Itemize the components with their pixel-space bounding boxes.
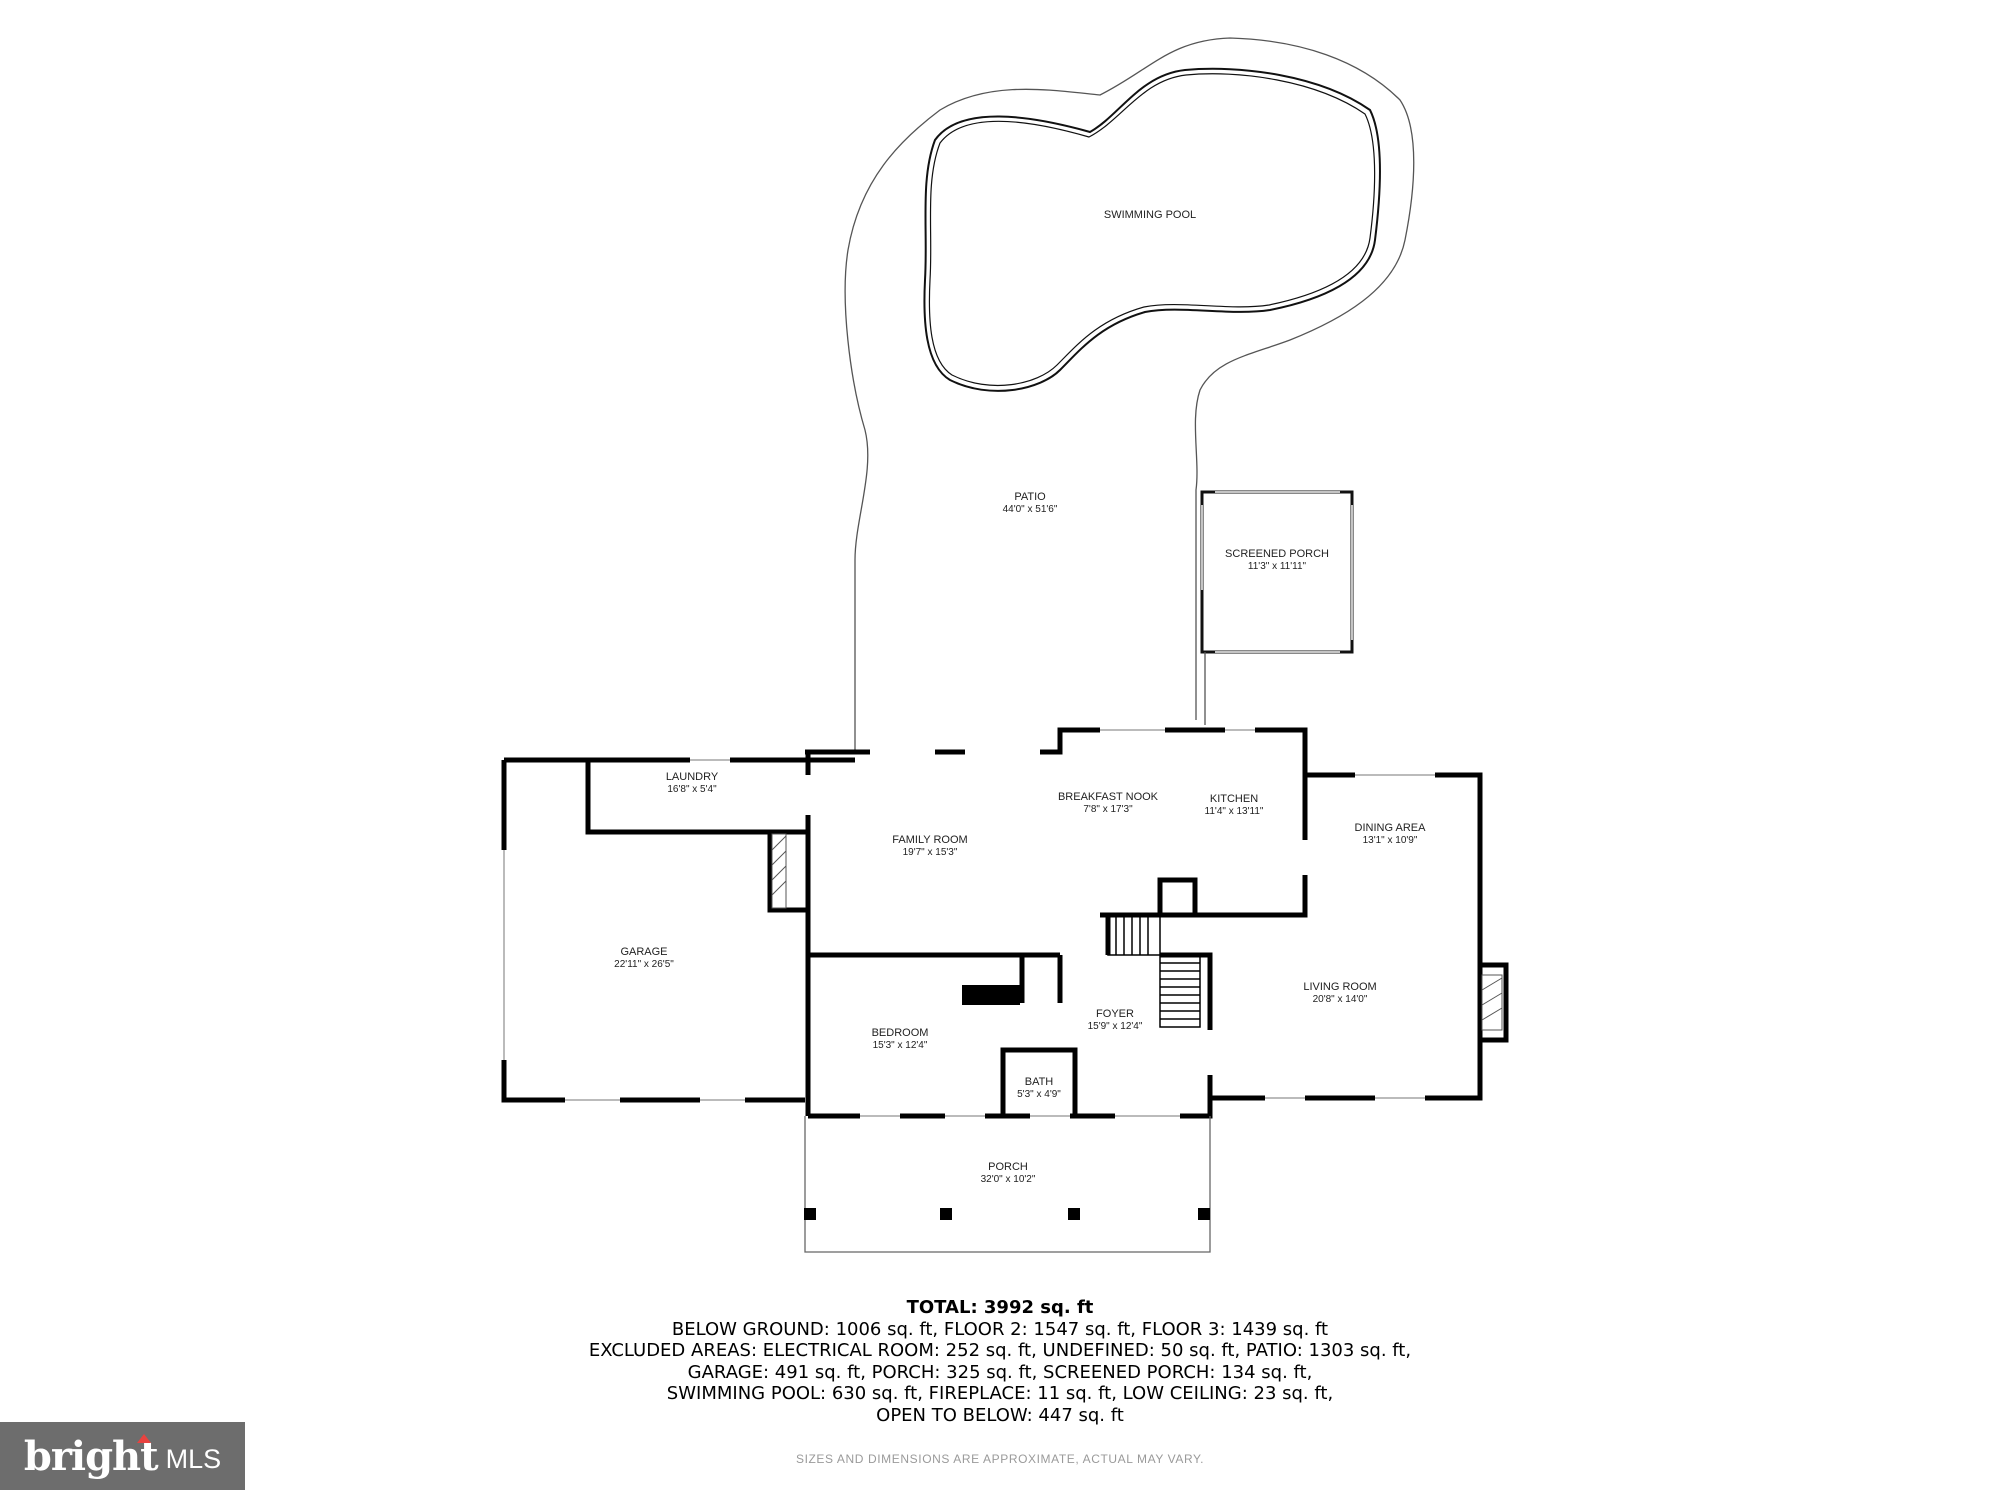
swimming-pool-outline	[923, 67, 1381, 392]
logo-accent-icon	[136, 1433, 151, 1443]
label-family-room: FAMILY ROOM	[892, 834, 967, 846]
label-porch: PORCH	[988, 1161, 1028, 1173]
label-bedroom: BEDROOM	[872, 1027, 929, 1039]
label-dining-area: DINING AREA	[1355, 822, 1427, 834]
logo-brand: bright	[23, 1432, 159, 1480]
dims-kitchen: 11'4" x 13'11"	[1205, 806, 1264, 817]
bright-mls-logo: bright MLS	[0, 1422, 245, 1490]
label-living-room: LIVING ROOM	[1303, 981, 1376, 993]
label-breakfast-nook: BREAKFAST NOOK	[1058, 791, 1159, 803]
dims-foyer: 15'9" x 12'4"	[1088, 1021, 1143, 1032]
label-garage: GARAGE	[620, 946, 667, 958]
dims-porch: 32'0" x 10'2"	[981, 1174, 1036, 1185]
totals-line-5: OPEN TO BELOW: 447 sq. ft	[876, 1404, 1124, 1426]
totals-line-2: EXCLUDED AREAS: ELECTRICAL ROOM: 252 sq.…	[588, 1340, 1412, 1361]
dims-bedroom: 15'3" x 12'4"	[873, 1040, 928, 1051]
window-panes	[503, 729, 1435, 1117]
label-bath: BATH	[1025, 1076, 1054, 1088]
house-walls	[501, 727, 1509, 1119]
front-porch	[804, 1116, 1211, 1253]
fireplace-hatch	[771, 833, 1503, 1031]
label-laundry: LAUNDRY	[666, 771, 719, 783]
label-foyer: FOYER	[1096, 1008, 1134, 1020]
dims-garage: 22'11" x 26'5"	[614, 959, 674, 970]
dims-bath: 5'3" x 4'9"	[1017, 1089, 1061, 1100]
totals-line-1: BELOW GROUND: 1006 sq. ft, FLOOR 2: 1547…	[671, 1318, 1329, 1340]
logo-suffix: MLS	[165, 1443, 222, 1474]
label-patio: PATIO	[1014, 491, 1046, 503]
closet-block	[962, 985, 1020, 1005]
label-swimming-pool: SWIMMING POOL	[1104, 209, 1196, 221]
area-totals: TOTAL: 3992 sq. ft BELOW GROUND: 1006 sq…	[0, 1297, 2000, 1426]
room-labels: SWIMMING POOL PATIO 44'0" x 51'6" SCREEN…	[614, 209, 1426, 1185]
dims-laundry: 16'8" x 5'4"	[667, 784, 717, 795]
dims-dining-area: 13'1" x 10'9"	[1363, 835, 1418, 846]
dims-living-room: 20'8" x 14'0"	[1313, 994, 1368, 1005]
windows	[501, 727, 1435, 1119]
patio-outline	[844, 37, 1415, 750]
dims-breakfast-nook: 7'8" x 17'3"	[1083, 804, 1133, 815]
dims-family-room: 19'7" x 15'3"	[903, 847, 958, 858]
stairs	[1107, 914, 1201, 1028]
totals-line-4: SWIMMING POOL: 630 sq. ft, FIREPLACE: 11…	[666, 1383, 1334, 1404]
screened-porch	[1200, 490, 1354, 725]
dims-screened-porch: 11'3" x 11'11"	[1248, 561, 1307, 572]
swimming-pool-inner	[928, 73, 1376, 387]
totals-line-3: GARAGE: 491 sq. ft, PORCH: 325 sq. ft, S…	[687, 1361, 1313, 1383]
disclaimer: SIZES AND DIMENSIONS ARE APPROXIMATE, AC…	[795, 1452, 1205, 1466]
total-area: TOTAL: 3992 sq. ft	[906, 1297, 1094, 1318]
label-screened-porch: SCREENED PORCH	[1225, 548, 1329, 560]
label-kitchen: KITCHEN	[1210, 793, 1258, 805]
dims-patio: 44'0" x 51'6"	[1003, 504, 1058, 515]
